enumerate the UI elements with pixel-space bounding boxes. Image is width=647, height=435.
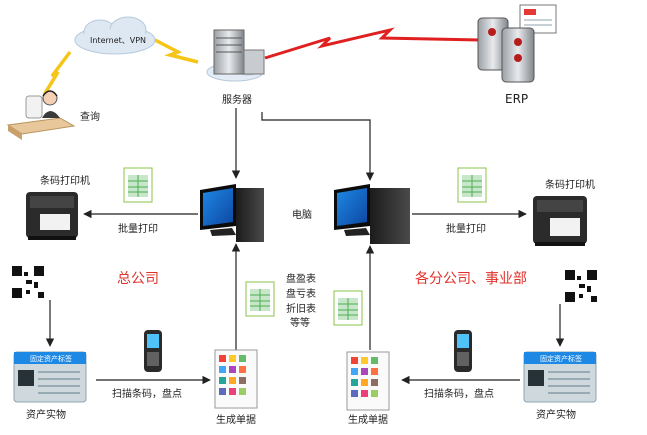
barcode-printer-right-label: 条码打印机 [545,178,595,191]
internet-cloud-icon [74,16,156,55]
asset-tag-right-icon [523,351,597,403]
document-screen-right-icon [346,351,390,411]
scan-left-label: 扫描条码，盘点 [112,387,182,400]
computer-left-icon [200,184,264,242]
user-desk-icon [6,90,76,140]
barcode-printer-left-icon [26,192,78,240]
arrow-server-to-right-pc [261,112,375,181]
qr-code-right-icon [565,270,597,302]
barcode-printer-left-label: 条码打印机 [40,174,90,187]
report-etc-label: 等等 [290,316,310,329]
handheld-scanner-left-icon [144,330,162,372]
query-label: 查询 [80,110,100,123]
qr-code-left-icon [12,266,44,298]
spreadsheet-icon-right-report [333,290,363,326]
asset-tag-left-title: 固定资产标签 [30,354,72,363]
batch-print-left-label: 批量打印 [118,222,158,235]
report-depreciation-label: 折旧表 [286,302,316,315]
report-surplus-label: 盘盈表 [286,272,316,285]
gen-doc-left-label: 生成单据 [216,413,256,426]
gen-doc-right-label: 生成单据 [348,413,388,426]
report-deficit-label: 盘亏表 [286,287,316,300]
asset-tag-left-icon [13,351,87,403]
spreadsheet-icon-right-print [457,167,487,203]
asset-tag-right-title: 固定资产标签 [540,354,582,363]
lightning-user-cloud-icon [42,50,72,96]
spreadsheet-icon-left-report [245,281,275,317]
server-label: 服务器 [222,93,252,106]
barcode-printer-right-icon [533,196,587,246]
lightning-cloud-server-icon [154,38,199,64]
erp-label: ERP [505,92,528,106]
scan-right-label: 扫描条码，盘点 [424,387,494,400]
computer-label: 电脑 [292,208,312,221]
batch-print-right-label: 批量打印 [446,222,486,235]
branches-label: 各分公司、事业部 [415,271,527,287]
lightning-server-erp-icon [264,27,481,60]
document-screen-left-icon [214,349,258,409]
erp-server-icon [477,4,557,83]
spreadsheet-icon-left-print [123,167,153,203]
handheld-scanner-right-icon [454,330,472,372]
asset-left-label: 资产实物 [26,408,66,421]
internet-vpn-label: Internet、VPN [90,36,146,45]
asset-right-label: 资产实物 [536,408,576,421]
computer-right-icon [334,184,410,244]
head-office-label: 总公司 [117,271,159,287]
server-icon [206,29,265,82]
